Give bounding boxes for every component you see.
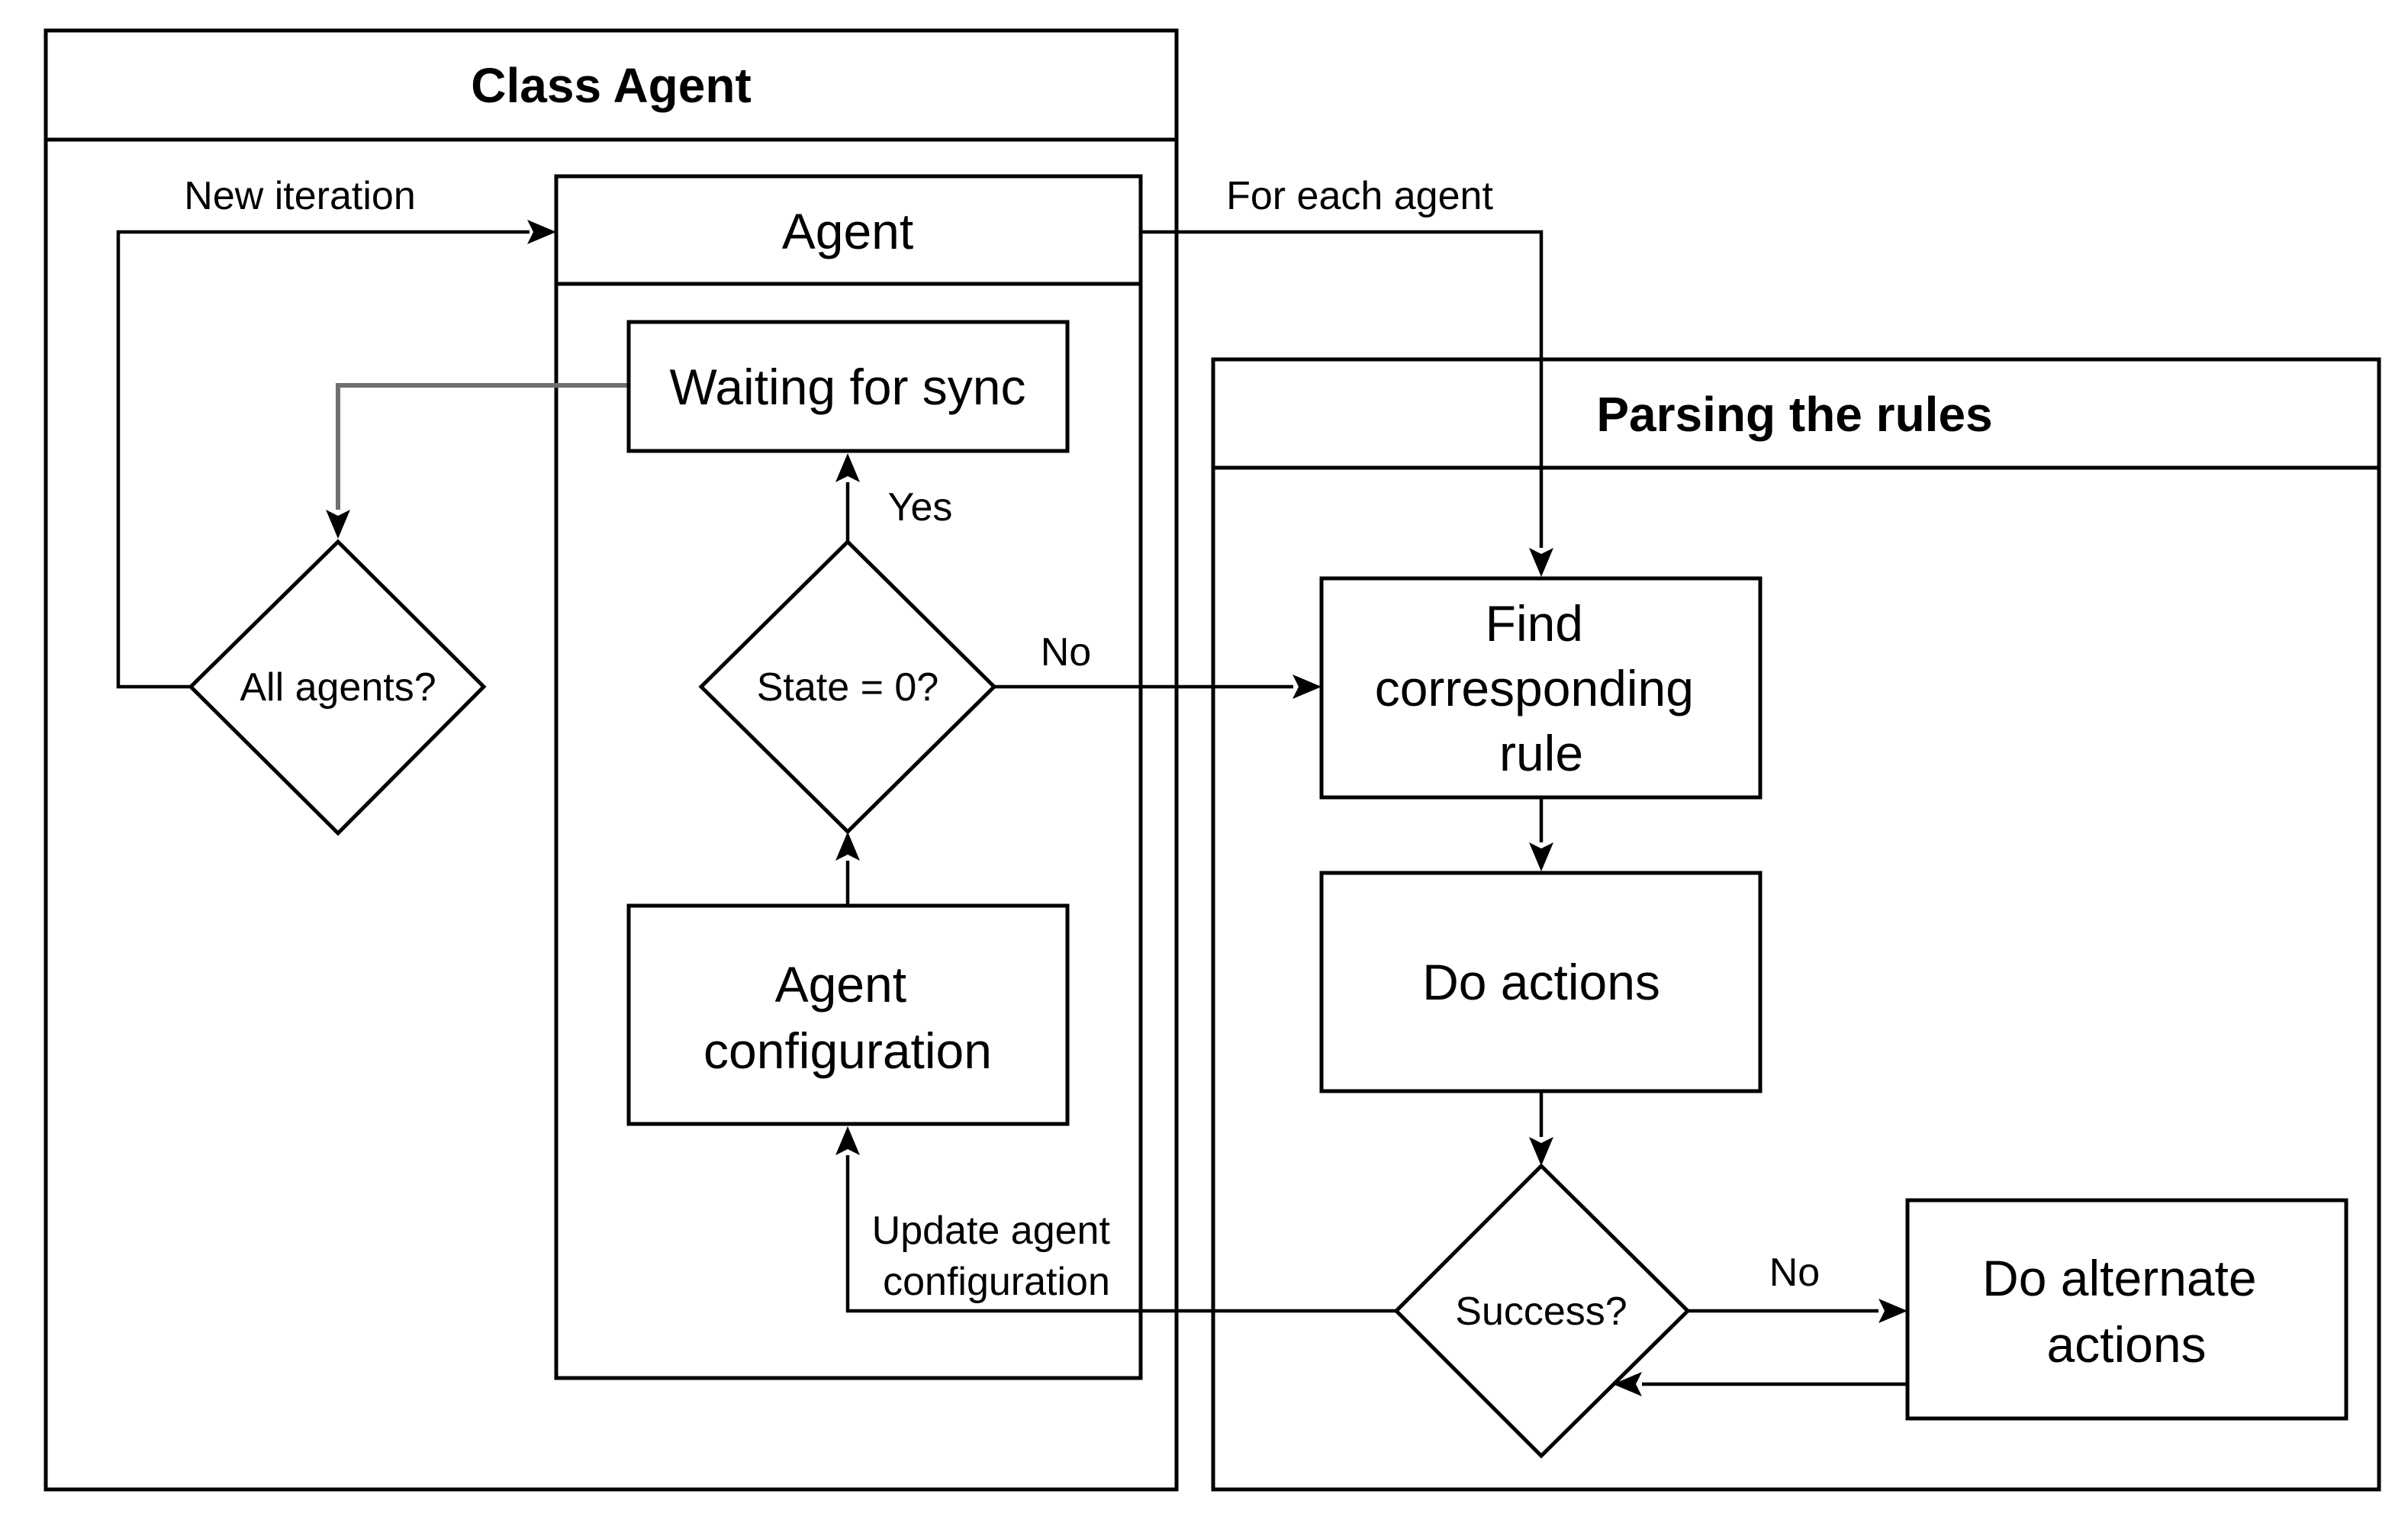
svg-text:Agent configuration: Agent configuration xyxy=(703,956,992,1079)
node-do-alternate-actions: Do alternate actions xyxy=(1905,1198,2348,1421)
node-agent-configuration: Agent configuration xyxy=(626,903,1070,1126)
edge-update-configuration xyxy=(845,1155,1396,1313)
swimlane-parsing-rules-title: Parsing the rules xyxy=(1596,387,1992,442)
label-update-line-2: configuration xyxy=(883,1260,1110,1304)
node-agent-configuration-line-1: Agent xyxy=(775,956,906,1013)
label-new-iteration: New iteration xyxy=(184,174,415,218)
node-find-rule-line-2: corresponding xyxy=(1375,660,1694,716)
arrowhead-agent-configuration xyxy=(835,1126,860,1155)
label-yes: Yes xyxy=(888,485,953,530)
edge-sync-to-all-agents xyxy=(336,383,629,510)
arrowhead-all-agents xyxy=(326,510,350,539)
edge-for-each-agent xyxy=(1141,230,1544,548)
svg-text:Do actions: Do actions xyxy=(1422,954,1660,1010)
agent-container-title: Agent xyxy=(782,203,913,259)
node-find-rule: Find corresponding rule xyxy=(1319,576,1763,800)
node-do-actions: Do actions xyxy=(1319,871,1763,1093)
node-do-actions-label: Do actions xyxy=(1422,954,1660,1010)
svg-text:Find corresponding: Find corresponding rule xyxy=(1375,595,1708,781)
node-state-check-label: State = 0? xyxy=(757,665,939,710)
svg-text:Success?: Success? xyxy=(1455,1290,1627,1334)
label-no-success: No xyxy=(1769,1251,1820,1295)
node-agent-configuration-line-2: configuration xyxy=(703,1022,992,1079)
node-waiting-for-sync: Waiting for sync xyxy=(626,320,1070,453)
arrowhead-state xyxy=(835,832,860,861)
label-no-state: No xyxy=(1041,630,1091,675)
svg-text:Update agent configuration: Update agent configuration xyxy=(872,1209,1122,1304)
node-success-check: Success? xyxy=(1393,1163,1691,1459)
svg-text:State = 0?: State = 0? xyxy=(757,665,939,710)
svg-text:Do alternate actions: Do alternate actions xyxy=(1982,1250,2271,1373)
arrowhead-do-actions xyxy=(1529,842,1553,871)
svg-text:All agents?: All agents? xyxy=(240,665,436,710)
node-success-check-label: Success? xyxy=(1455,1290,1627,1334)
node-all-agents-label: All agents? xyxy=(240,665,436,710)
label-update-line-1: Update agent xyxy=(872,1209,1111,1253)
arrowhead-success xyxy=(1529,1137,1553,1166)
node-do-alternate-actions-line-1: Do alternate xyxy=(1982,1250,2257,1306)
arrowhead-agent xyxy=(527,220,556,244)
label-for-each-agent: For each agent xyxy=(1226,174,1493,218)
node-find-rule-line-1: Find xyxy=(1486,595,1583,652)
edge-new-iteration xyxy=(116,230,530,689)
node-state-check: State = 0? xyxy=(698,539,997,835)
svg-text:Waiting for sync: Waiting for sync xyxy=(669,359,1025,415)
swimlane-class-agent-title: Class Agent xyxy=(471,58,752,113)
arrowhead-waiting xyxy=(835,453,860,482)
node-find-rule-line-3: rule xyxy=(1499,725,1583,781)
arrowhead-find-rule-left xyxy=(1293,675,1322,699)
arrowhead-alternate xyxy=(1878,1299,1907,1323)
arrowhead-find-rule-top xyxy=(1529,548,1553,577)
node-all-agents: All agents? xyxy=(188,539,487,836)
arrowhead-success-return xyxy=(1613,1372,1642,1396)
swimlane-parsing-rules: Parsing the rules xyxy=(1211,357,2381,1492)
agent-container: Agent xyxy=(554,174,1143,1380)
swimlane-class-agent: Class Agent xyxy=(43,28,1179,1492)
node-waiting-for-sync-label: Waiting for sync xyxy=(669,359,1025,415)
node-do-alternate-actions-line-2: actions xyxy=(2046,1316,2206,1373)
